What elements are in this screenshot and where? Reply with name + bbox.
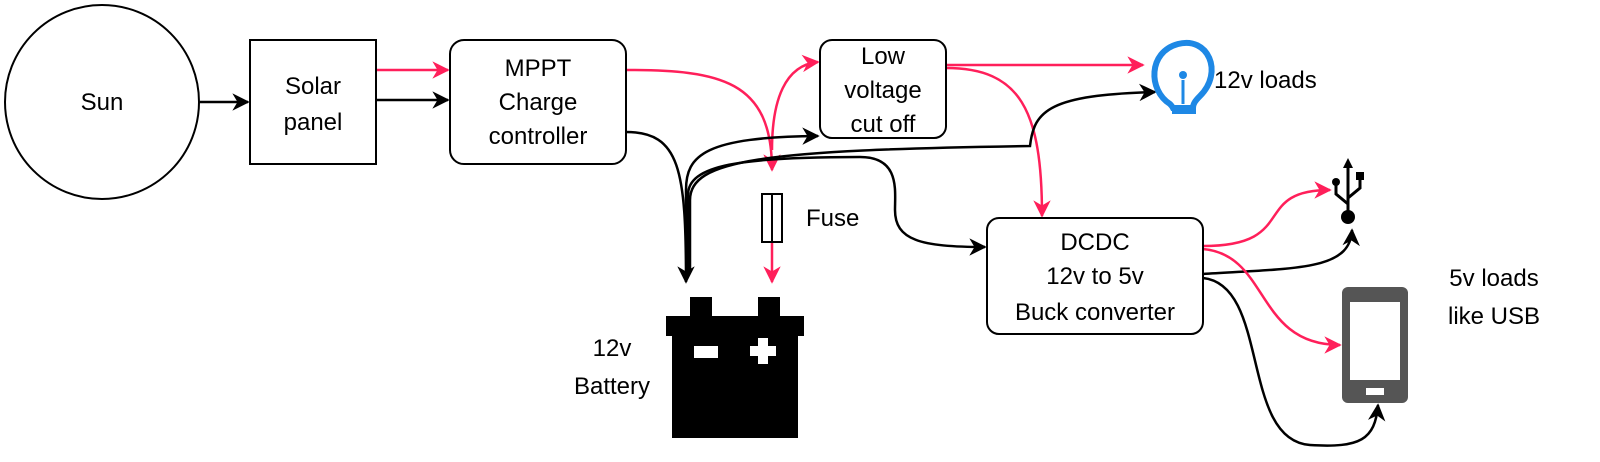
fuse-label: Fuse: [806, 205, 859, 232]
dcdc-label-line-2: 12v to 5v: [1046, 263, 1143, 290]
wire-dcdc-to-phone-negative: [1202, 276, 1386, 447]
wire-negative-to-lvc: [684, 127, 820, 250]
wire-fuse-to-lvc-positive: [770, 54, 820, 151]
solar-panel-label-line-1: Solar: [285, 73, 341, 100]
dcdc-node: DCDC 12v to 5v Buck converter: [986, 217, 1204, 335]
dcdc-label-line-3: Buck converter: [1015, 299, 1175, 326]
battery-node: 12v Battery: [574, 297, 804, 438]
lvc-label-line-1: Low: [861, 43, 906, 70]
battery-label-line-1: 12v: [593, 335, 632, 362]
wire-dcdc-to-usb-positive: [1202, 181, 1332, 248]
lvc-label-line-3: cut off: [851, 111, 916, 138]
lvc-label-line-2: voltage: [844, 77, 921, 104]
lightbulb-icon: [1151, 39, 1215, 114]
loads-12v-label: 12v loads: [1214, 67, 1317, 94]
wire-dcdc-to-phone-positive: [1202, 247, 1342, 354]
wire-negative-to-dcdc: [686, 155, 987, 275]
dcdc-label-line-1: DCDC: [1060, 229, 1129, 256]
battery-label-line-2: Battery: [574, 373, 650, 400]
lvc-node: Low voltage cut off: [819, 39, 947, 139]
smartphone-icon: [1342, 287, 1408, 403]
loads-5v-label-line-1: 5v loads: [1449, 265, 1538, 292]
mppt-label-line-2: Charge: [499, 89, 578, 116]
usb-icon: [1332, 158, 1364, 224]
wires: [200, 54, 1386, 447]
mppt-node: MPPT Charge controller: [449, 39, 627, 165]
sun-label: Sun: [81, 89, 124, 116]
mppt-label-line-3: controller: [489, 123, 588, 150]
sun-node: Sun: [4, 4, 200, 200]
solar-panel-box: [249, 39, 377, 165]
wire-dcdc-to-usb-negative: [1202, 228, 1360, 276]
wire-mppt-to-battery-negative: [625, 130, 695, 284]
mppt-label-line-1: MPPT: [505, 55, 572, 82]
fuse-node: Fuse: [761, 193, 859, 243]
wire-lvc-to-dcdc-positive: [945, 66, 1051, 218]
mppt-box: [449, 39, 627, 165]
solar-panel-label-line-2: panel: [284, 109, 343, 136]
lvc-box: [819, 39, 947, 139]
solar-panel-node: Solar panel: [249, 39, 377, 165]
loads-5v-label-line-2: like USB: [1448, 303, 1540, 330]
battery-icon: [666, 297, 804, 438]
wire-negative-to-12v-loads: [688, 83, 1157, 270]
wire-mppt-to-fuse-positive: [625, 68, 781, 172]
dcdc-box: [986, 217, 1204, 335]
loads-12v-node: 12v loads: [1151, 39, 1317, 114]
sun-circle: [4, 4, 200, 200]
loads-5v-node: 5v loads like USB: [1448, 265, 1540, 330]
